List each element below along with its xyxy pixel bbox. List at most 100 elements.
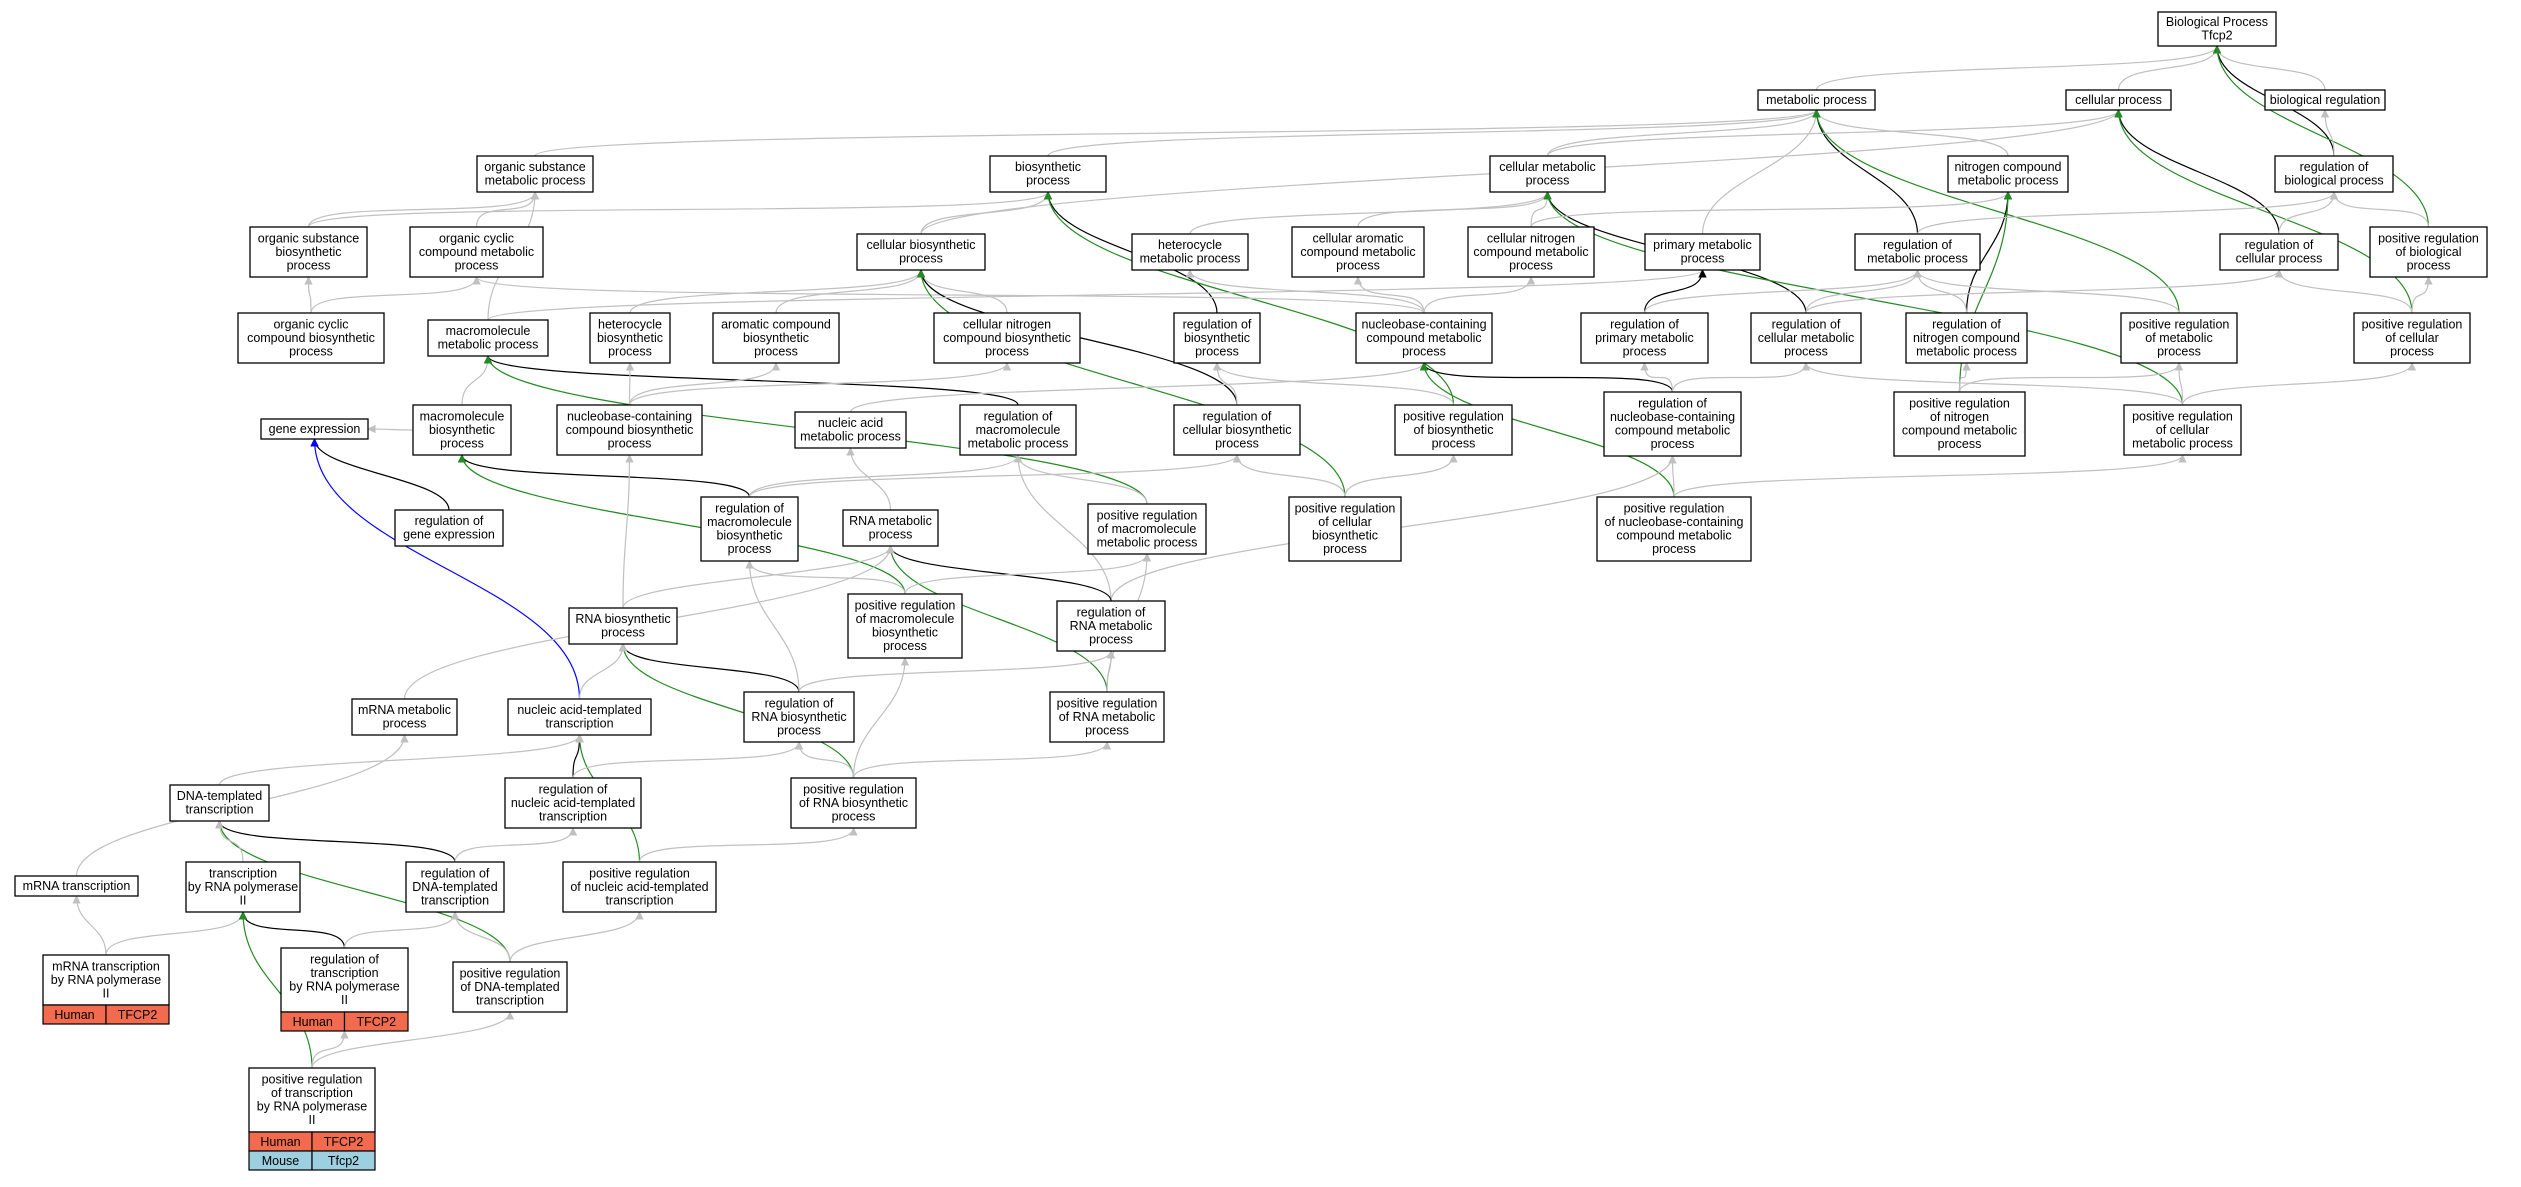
- go-term-cellular[interactable]: cellular process: [2065, 89, 2172, 111]
- term-label-line: of macromolecule: [856, 612, 955, 626]
- edge-line-grey: [852, 657, 910, 779]
- term-label-line: process: [1085, 723, 1129, 737]
- term-label-line: process: [455, 258, 499, 272]
- annotation-species-cell: Human: [42, 1004, 107, 1025]
- term-box: [2157, 11, 2277, 47]
- go-term-regnucbasemet[interactable]: regulation ofnucleobase-containingcompou…: [1603, 391, 1742, 457]
- term-label-line: process: [777, 723, 821, 737]
- term-box: [1394, 404, 1513, 456]
- edge-nucbasemet-to-orgcycmet: [472, 276, 1425, 314]
- edge-line-black: [1965, 191, 2013, 314]
- go-term-geneexpr[interactable]: gene expression: [260, 418, 369, 440]
- edge-line-grey: [852, 741, 1112, 779]
- edge-nucbasebiosyn-to-cellnitrobiosyn: [628, 362, 1012, 406]
- edge-line-green: [2212, 45, 2430, 228]
- term-label-line: transcription: [421, 893, 489, 907]
- edge-nitromet-to-metabolic: [1812, 109, 2009, 157]
- term-label-line: compound metabolic: [1366, 331, 1481, 345]
- term-label-line: regulation of: [1638, 397, 1707, 411]
- edge-regtranspol2-to-regdnatrans: [343, 911, 460, 949]
- edge-regnucbasemet-to-nucbasemet: [1419, 362, 1674, 393]
- term-label-line: process: [1681, 252, 1725, 266]
- term-box: [989, 155, 1107, 193]
- term-label-line: macromolecule: [446, 324, 531, 338]
- edge-line-grey: [748, 454, 1023, 498]
- edge-cellbiosyn-to-biosyn: [920, 191, 1053, 235]
- go-term-bioreg[interactable]: biological regulation: [2264, 89, 2386, 111]
- term-box: [452, 961, 568, 1013]
- edge-regrnabiosyn-to-regrnamet: [798, 650, 1116, 693]
- go-term-metabolic[interactable]: metabolic process: [1757, 89, 1876, 111]
- term-label-line: cellular biosynthetic: [1182, 423, 1291, 437]
- term-box: [1750, 312, 1862, 364]
- term-box: [351, 698, 458, 736]
- term-label-line: II: [341, 993, 348, 1007]
- go-term-regmacrobiosyn[interactable]: regulation ofmacromoleculebiosyntheticpr…: [700, 496, 799, 562]
- edge-regrnabiosyn-to-rnabiosyn: [618, 643, 800, 693]
- annotation-species-label: Mouse: [262, 1154, 300, 1168]
- edge-line-black: [310, 438, 450, 511]
- term-label-line: process: [1026, 174, 1070, 188]
- edge-line-grey: [1530, 191, 2013, 228]
- go-term-mrnatrans[interactable]: mRNA transcription: [14, 875, 139, 897]
